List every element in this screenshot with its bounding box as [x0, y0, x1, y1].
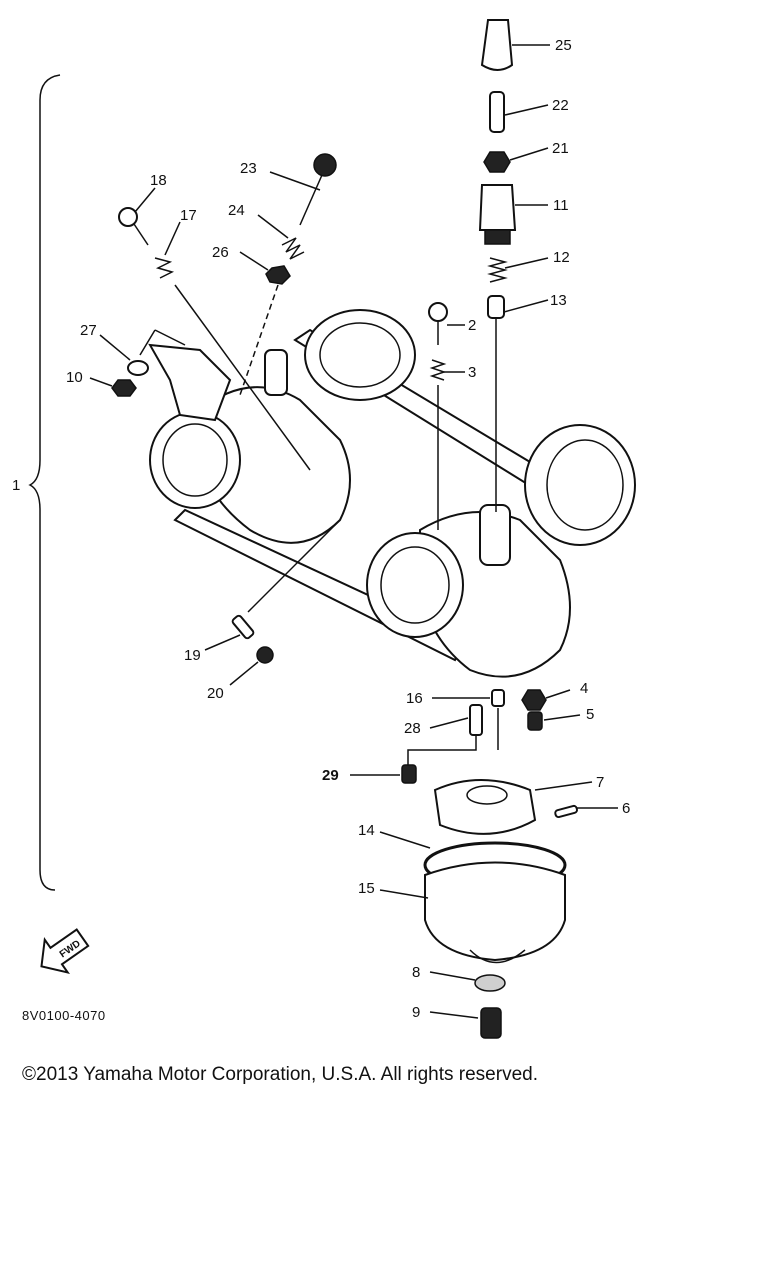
- fwd-arrow-icon: FWD: [40, 928, 90, 975]
- part-22-fitting: [489, 91, 505, 133]
- callout-24: 24: [228, 202, 245, 219]
- part-25-cap: [480, 19, 514, 71]
- part-8-gasket: [474, 974, 506, 992]
- part-24-spring: [281, 237, 305, 260]
- part-7-float: [433, 779, 537, 835]
- part-12-spring: [487, 257, 508, 283]
- callout-22: 22: [552, 97, 569, 114]
- part-10-nut: [111, 379, 137, 397]
- callout-11: 11: [553, 197, 569, 214]
- callout-27: 27: [80, 322, 97, 339]
- callout-16: 16: [406, 690, 423, 707]
- leader-lines: [89, 44, 618, 1019]
- part-20-washer: [256, 646, 274, 664]
- callout-2: 2: [468, 317, 476, 334]
- callout-20: 20: [207, 685, 224, 702]
- callout-19: 19: [184, 647, 201, 664]
- callout-6: 6: [622, 800, 630, 817]
- part-17-spring: [154, 257, 175, 279]
- callout-18: 18: [150, 172, 167, 189]
- part-18-screw: [118, 207, 138, 227]
- part-26-nut: [265, 265, 291, 285]
- carburetor-exploded-diagram: 1 2 3 4 5 6 7 8 9 10 11 12 13 14 15 16 1…: [12, 19, 636, 1039]
- callout-9: 9: [412, 1004, 420, 1021]
- callout-1: 1: [12, 477, 20, 494]
- callout-12: 12: [553, 249, 570, 266]
- part-13-valve: [487, 295, 505, 319]
- callout-21: 21: [552, 140, 569, 157]
- part-6-pin: [554, 804, 578, 819]
- callout-14: 14: [358, 822, 375, 839]
- part-5-screw: [527, 711, 543, 731]
- callout-26: 26: [212, 244, 229, 261]
- callout-4: 4: [580, 680, 588, 697]
- callout-13: 13: [550, 292, 567, 309]
- copyright-notice: ©2013 Yamaha Motor Corporation, U.S.A. A…: [22, 1064, 538, 1085]
- assembly-bracket: [28, 74, 61, 891]
- callout-25: 25: [555, 37, 572, 54]
- callout-23: 23: [240, 160, 257, 177]
- rear-dome-right: [524, 424, 636, 546]
- part-28-jet: [469, 704, 483, 736]
- part-27-washer: [127, 360, 149, 376]
- part-21-nut: [483, 151, 511, 173]
- callout-17: 17: [180, 207, 197, 224]
- part-15-float-bowl: [424, 861, 566, 962]
- part-29-jet: [401, 764, 417, 784]
- part-19-pin: [231, 614, 255, 640]
- part-16-jet: [491, 689, 505, 707]
- diagram-code: 8V0100-4070: [22, 1008, 106, 1023]
- callout-7: 7: [596, 774, 604, 791]
- part-2-screw: [428, 302, 448, 322]
- part-11-body: [478, 184, 517, 231]
- callout-8: 8: [412, 964, 420, 981]
- callout-29: 29: [322, 767, 339, 784]
- part-23-knob: [313, 153, 337, 177]
- part-4-nut: [521, 689, 547, 711]
- callout-28: 28: [404, 720, 421, 737]
- callout-5: 5: [586, 706, 594, 723]
- callout-3: 3: [468, 364, 476, 381]
- part-3-spring: [429, 359, 447, 381]
- part-9-drain-plug: [480, 1007, 502, 1039]
- callout-10: 10: [66, 369, 83, 386]
- callout-15: 15: [358, 880, 375, 897]
